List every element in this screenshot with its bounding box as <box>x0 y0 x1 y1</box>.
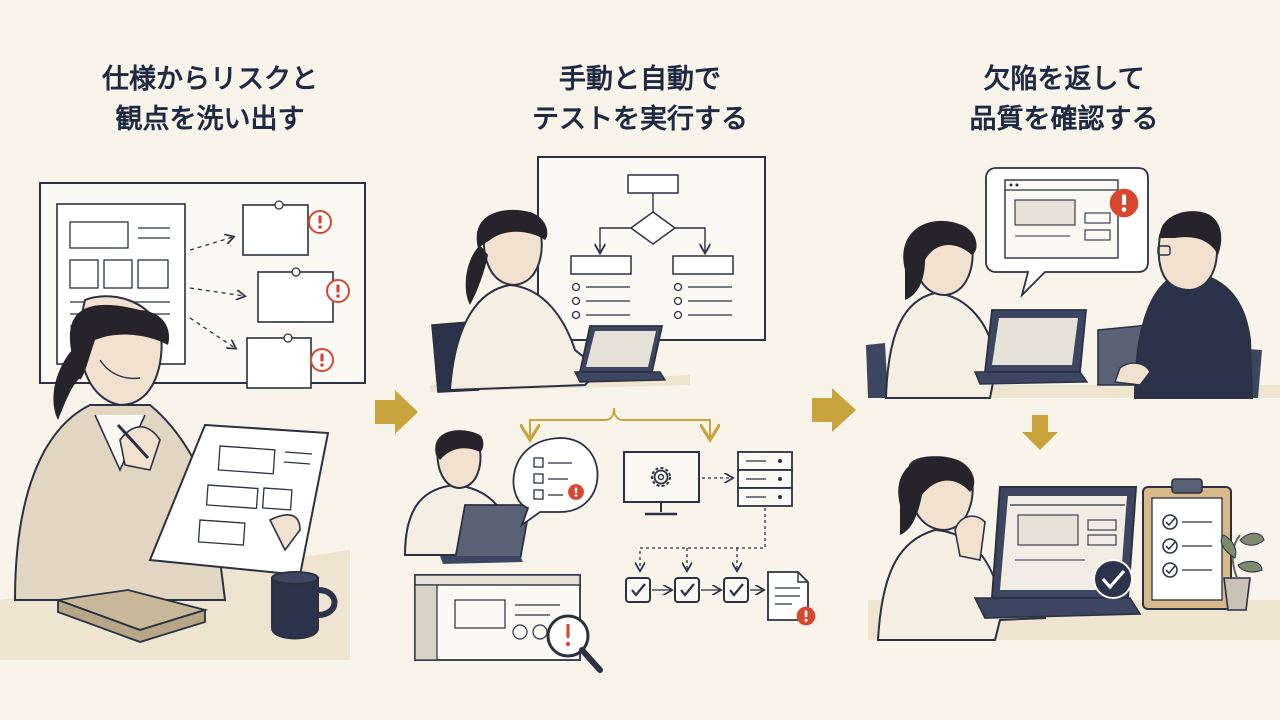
defect-bubble <box>985 167 1149 298</box>
flow-arrow-3 <box>1022 415 1058 450</box>
server-icon <box>737 451 793 507</box>
check-icon <box>1093 559 1133 599</box>
shared-laptop <box>973 309 1089 385</box>
step-1-title-line2: 観点を洗い出す <box>115 104 305 135</box>
check-icon <box>624 576 652 604</box>
risk-note-3 <box>246 333 334 389</box>
alert-icon <box>310 348 334 372</box>
flow-arrow-2 <box>812 388 856 432</box>
step-1-title: 仕様からリスクと 観点を洗い出す <box>40 60 380 140</box>
notebook <box>57 589 209 643</box>
panel-1-scene <box>0 182 366 660</box>
verification-laptop <box>973 486 1142 619</box>
exploratory-tester <box>403 430 532 564</box>
manual-tester <box>448 209 602 392</box>
coffee-mug <box>271 571 338 640</box>
panel-2-scene <box>403 156 816 673</box>
panel-3-scene <box>866 167 1280 641</box>
clipboard-icon <box>1142 478 1232 610</box>
split-brace <box>529 407 711 435</box>
laptop <box>573 325 667 383</box>
step-2-title: 手動と自動で テストを実行する <box>470 60 810 140</box>
alert-icon <box>796 606 816 626</box>
step-3-title-line1: 欠陥を返して <box>983 64 1145 95</box>
step-2-title-line2: テストを実行する <box>532 104 748 135</box>
alert-icon <box>326 279 350 303</box>
check-icon <box>722 576 750 604</box>
alert-icon <box>1109 188 1139 218</box>
checklist-bubble <box>512 437 599 528</box>
test-report <box>767 571 816 626</box>
check-icon <box>673 576 701 604</box>
automation-monitor <box>623 451 700 516</box>
magnifier-icon <box>546 614 603 673</box>
alert-icon <box>308 210 332 234</box>
risk-note-2 <box>257 267 350 323</box>
held-paper <box>148 423 330 577</box>
risk-note-1 <box>242 200 332 256</box>
step-3-title: 欠陥を返して 品質を確認する <box>894 60 1234 140</box>
alert-icon <box>568 484 584 500</box>
step-3-title-line2: 品質を確認する <box>969 104 1159 135</box>
step-1-title-line1: 仕様からリスクと <box>102 64 318 95</box>
developer <box>1097 211 1254 399</box>
flow-arrow-1 <box>375 390 418 434</box>
step-2-title-line1: 手動と自動で <box>559 64 721 95</box>
gear-icon <box>651 467 671 487</box>
potted-plant <box>1220 532 1265 611</box>
